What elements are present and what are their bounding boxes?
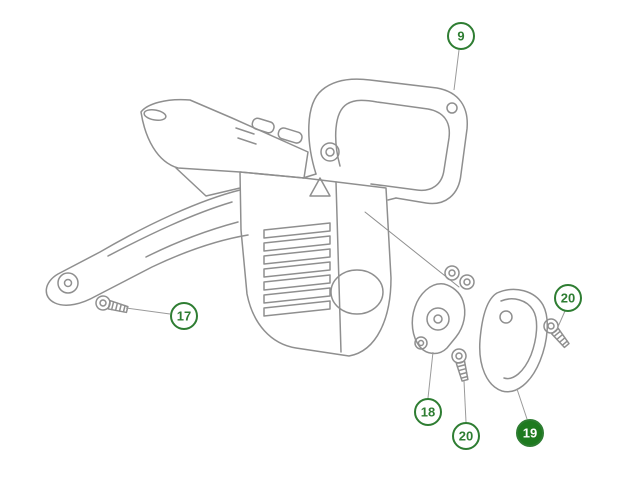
- screw-20a-icon: [449, 346, 473, 383]
- callout-circle-9[interactable]: [447, 22, 475, 50]
- rear-handle-part: [302, 78, 468, 205]
- assembly-line: [364, 211, 460, 288]
- callout-circle-19[interactable]: [516, 419, 544, 447]
- switch-bracket-part: [411, 265, 475, 355]
- callout-9[interactable]: 9: [447, 22, 475, 50]
- leader-line-20: [556, 310, 566, 330]
- leader-line-17: [125, 307, 171, 315]
- callout-19-selected[interactable]: 19: [516, 419, 544, 447]
- front-arm-part: [45, 189, 249, 306]
- carburetor-details: [235, 117, 340, 162]
- callout-circle-18[interactable]: [414, 398, 442, 426]
- side-cover-part: [479, 288, 548, 393]
- screw-17-icon: [93, 293, 130, 317]
- callout-17[interactable]: 17: [170, 302, 198, 330]
- main-housing-part: [239, 171, 392, 357]
- leader-line-19: [516, 388, 528, 420]
- callout-circle-20[interactable]: [554, 284, 582, 312]
- callout-layer: 9 17 18 20 19 20: [170, 22, 582, 450]
- leader-line-9: [453, 49, 460, 91]
- callout-circle-17[interactable]: [170, 302, 198, 330]
- leader-line-20: [463, 380, 467, 423]
- callout-20[interactable]: 20: [554, 284, 582, 312]
- callout-circle-20[interactable]: [452, 422, 480, 450]
- callout-18[interactable]: 18: [414, 398, 442, 426]
- machine-illustration: [45, 78, 574, 393]
- callout-20[interactable]: 20: [452, 422, 480, 450]
- leader-line-18: [427, 351, 434, 399]
- leader-lines: [125, 49, 566, 423]
- top-cowl-part: [140, 98, 309, 197]
